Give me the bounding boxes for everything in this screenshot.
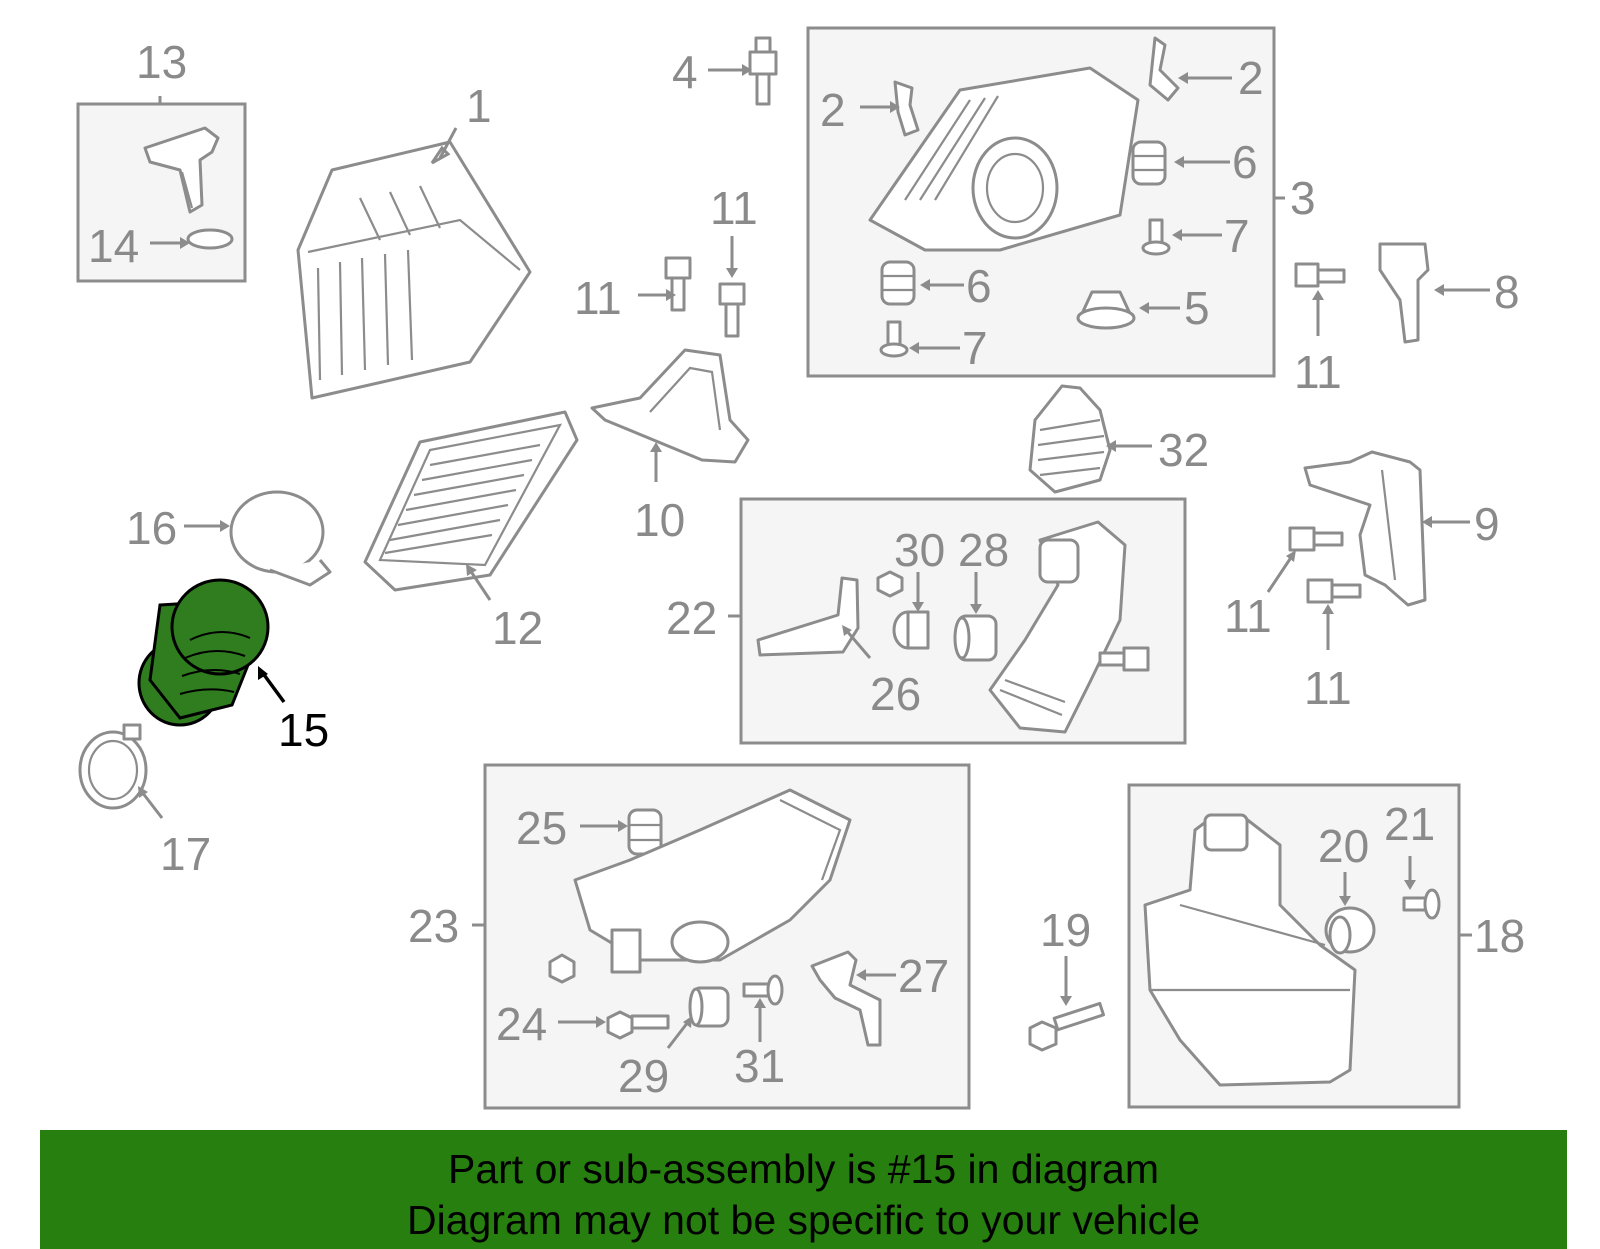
callout-28[interactable]: 28 <box>958 524 1009 576</box>
callout-11-8[interactable]: 11 <box>1294 346 1342 398</box>
part-12-air-filter[interactable] <box>363 410 579 592</box>
part-20-grommet[interactable] <box>1324 906 1376 955</box>
part-1-air-cleaner-housing[interactable] <box>296 140 532 400</box>
callout-14[interactable]: 14 <box>88 220 139 272</box>
callout-22[interactable]: 22 <box>666 592 717 644</box>
part-7-pin-upper[interactable] <box>1141 218 1171 256</box>
part-6-grommet-upper[interactable] <box>1131 140 1167 186</box>
callout-18[interactable]: 18 <box>1474 910 1525 962</box>
part-5-grommet[interactable] <box>1076 290 1136 330</box>
part-27-bracket[interactable] <box>810 950 882 1047</box>
part-15-intake-hose[interactable] <box>137 578 270 727</box>
part-32-duct[interactable] <box>1028 384 1112 494</box>
callout-25[interactable]: 25 <box>516 802 567 854</box>
part-22-duct[interactable] <box>988 520 1127 734</box>
callout-19[interactable]: 19 <box>1040 904 1091 956</box>
part-23-resonator[interactable] <box>573 788 852 974</box>
callout-2-left[interactable]: 2 <box>820 84 846 136</box>
callout-4[interactable]: 4 <box>672 46 698 98</box>
callout-21[interactable]: 21 <box>1384 798 1435 850</box>
part-17-clamp[interactable] <box>78 723 148 810</box>
part-26-bracket[interactable] <box>756 576 860 657</box>
callout-32[interactable]: 32 <box>1158 424 1209 476</box>
group-box-13 <box>76 102 247 283</box>
callout-23[interactable]: 23 <box>408 900 459 952</box>
callout-3[interactable]: 3 <box>1290 172 1316 224</box>
part-11-bolt-c[interactable] <box>1294 262 1346 288</box>
callout-5[interactable]: 5 <box>1184 282 1210 334</box>
callout-1[interactable]: 1 <box>466 80 492 132</box>
callout-13[interactable]: 13 <box>136 36 187 88</box>
part-11-bolt-a[interactable] <box>664 256 692 312</box>
callout-31[interactable]: 31 <box>734 1040 785 1092</box>
callout-26[interactable]: 26 <box>870 668 921 720</box>
bolt-22-group[interactable] <box>1098 646 1150 672</box>
part-2-clip-left[interactable] <box>893 80 920 137</box>
callout-29[interactable]: 29 <box>618 1050 669 1102</box>
part-13-sensor[interactable] <box>143 126 220 214</box>
callout-20[interactable]: 20 <box>1318 820 1369 872</box>
part-11-bolt-d[interactable] <box>1288 526 1344 552</box>
nut-23-group[interactable] <box>548 953 576 984</box>
callout-11-9a[interactable]: 11 <box>1224 590 1272 642</box>
part-6-grommet-lower[interactable] <box>880 260 916 306</box>
part-11-bolt-b[interactable] <box>718 282 746 338</box>
part-7-pin-lower[interactable] <box>879 320 909 358</box>
callout-30[interactable]: 30 <box>894 524 945 576</box>
part-3-housing-lower[interactable] <box>868 66 1140 252</box>
callout-6-upper[interactable]: 6 <box>1232 136 1258 188</box>
callout-2-right[interactable]: 2 <box>1238 52 1264 104</box>
part-10-bracket[interactable] <box>590 348 750 464</box>
part-24-bolt[interactable] <box>606 1010 670 1040</box>
callout-11-left[interactable]: 11 <box>574 272 622 324</box>
part-4-bolt[interactable] <box>748 36 778 106</box>
part-30-collar[interactable] <box>892 610 930 650</box>
part-28-grommet[interactable] <box>953 614 998 662</box>
banner-line-1: Part or sub-assembly is #15 in diagram <box>448 1146 1159 1192</box>
banner-line-2: Diagram may not be specific to your vehi… <box>406 1197 1200 1243</box>
callout-17[interactable]: 17 <box>160 828 211 880</box>
nut-22-group[interactable] <box>876 570 904 598</box>
part-16-clamp[interactable] <box>229 490 332 587</box>
callout-11-top[interactable]: 11 <box>710 182 758 234</box>
callout-16[interactable]: 16 <box>126 502 177 554</box>
part-29-grommet[interactable] <box>688 986 730 1028</box>
part-9-bracket[interactable] <box>1303 450 1427 607</box>
callout-10[interactable]: 10 <box>634 494 685 546</box>
part-8-bracket[interactable] <box>1378 242 1430 344</box>
part-14-oring[interactable] <box>186 228 234 250</box>
callout-24[interactable]: 24 <box>496 998 547 1050</box>
callout-27[interactable]: 27 <box>898 950 949 1002</box>
callout-8[interactable]: 8 <box>1494 266 1520 318</box>
callout-12[interactable]: 12 <box>492 602 543 654</box>
leader-lines <box>138 64 1490 1049</box>
callout-6-lower[interactable]: 6 <box>966 260 992 312</box>
callout-7-lower[interactable]: 7 <box>962 322 988 374</box>
part-19-bolt[interactable] <box>1028 1001 1106 1052</box>
part-11-bolt-e[interactable] <box>1306 578 1362 604</box>
part-21-pin[interactable] <box>1402 888 1441 920</box>
info-banner: Part or sub-assembly is #15 in diagram D… <box>40 1130 1567 1249</box>
callout-15[interactable]: 15 <box>278 704 329 756</box>
callout-7-upper[interactable]: 7 <box>1224 210 1250 262</box>
part-31-pin[interactable] <box>742 974 784 1006</box>
part-2-clip-right[interactable] <box>1148 36 1180 102</box>
part-18-tank[interactable] <box>1143 813 1357 1087</box>
callout-11-9b[interactable]: 11 <box>1304 662 1352 714</box>
callout-9[interactable]: 9 <box>1474 498 1500 550</box>
